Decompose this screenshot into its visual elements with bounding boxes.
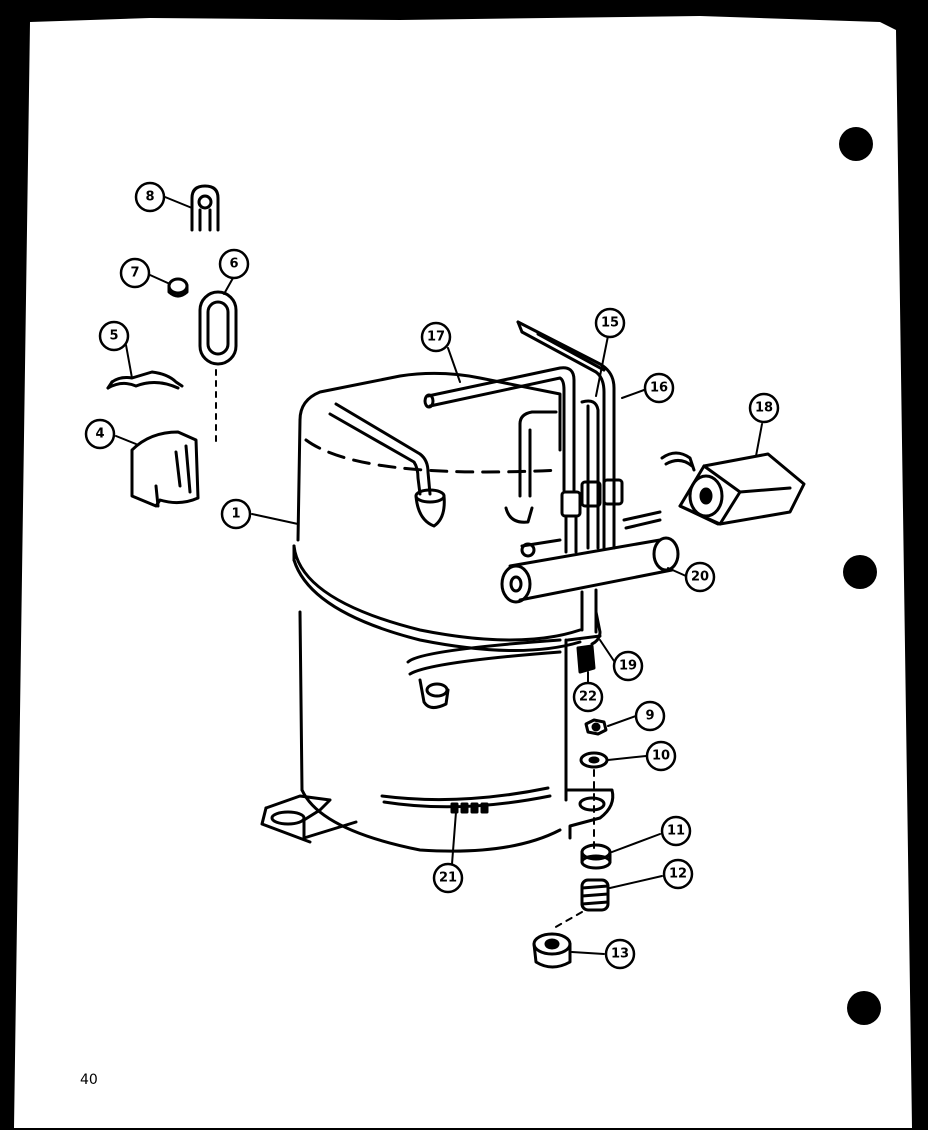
callout-13-circle [604, 938, 636, 970]
binder-hole-bottom [847, 991, 881, 1025]
callout-11: 11 [667, 824, 685, 839]
callout-19-circle [612, 650, 644, 682]
part-18-overload-protector [660, 451, 806, 526]
callout-21: 21 [439, 871, 457, 886]
part-22-bracket [566, 634, 602, 674]
callout-10: 10 [652, 749, 670, 764]
callout-20-circle [684, 561, 716, 593]
page-number: 40 [80, 1072, 98, 1088]
callout-7-circle [119, 257, 151, 289]
callout-5-circle [98, 320, 130, 352]
callout-22: 22 [579, 690, 597, 705]
part-4-terminal-cover [130, 430, 200, 508]
callout-1: 1 [231, 507, 240, 522]
callout-8-circle [134, 181, 166, 213]
leader-lines [115, 196, 763, 955]
callout-22-circle [572, 681, 604, 713]
callout-7: 7 [130, 266, 139, 281]
part-12-spring [580, 878, 610, 912]
callout-5: 5 [109, 329, 118, 344]
part-19-tube [580, 588, 602, 646]
binder-hole-top [839, 127, 873, 161]
callout-18: 18 [755, 401, 773, 416]
binder-hole-middle [843, 555, 877, 589]
callout-16: 16 [650, 381, 668, 396]
part-15-discharge-tube [516, 320, 616, 550]
callout-16-circle [643, 372, 675, 404]
part-16-process-tube [536, 332, 606, 550]
callout-20: 20 [691, 570, 709, 585]
callout-12: 12 [669, 867, 687, 882]
callout-9: 9 [645, 709, 654, 724]
callout-8: 8 [145, 190, 154, 205]
callout-15-circle [594, 307, 626, 339]
part-20-muffler [500, 510, 680, 604]
mounting-hardware [532, 718, 612, 969]
callout-15: 15 [601, 316, 619, 331]
callout-4: 4 [95, 427, 104, 442]
part-11-grommet [580, 843, 612, 870]
part-9-nut [584, 718, 608, 736]
callout-4-circle [84, 418, 116, 450]
callout-10-circle [645, 740, 677, 772]
callout-19: 19 [619, 659, 637, 674]
callout-6-circle [218, 248, 250, 280]
part-17-suction-tube [328, 366, 576, 528]
part-7-plug [167, 277, 189, 298]
paper-sheet [14, 16, 912, 1128]
callout-18-circle [748, 392, 780, 424]
callout-11-circle [660, 815, 692, 847]
callout-13: 13 [611, 947, 629, 962]
part-21-label-band [380, 786, 550, 802]
part-8-clip [190, 184, 220, 232]
callout-21-circle [432, 862, 464, 894]
callout-6: 6 [229, 257, 238, 272]
tube-couplings [504, 410, 624, 554]
part-6-gasket [198, 290, 238, 447]
callout-12-circle [662, 858, 694, 890]
callout-9-circle [634, 700, 666, 732]
callout-circles [84, 181, 780, 970]
part-1-compressor [260, 371, 615, 853]
part-13-mounting-foot [532, 932, 572, 969]
callout-17: 17 [427, 330, 445, 345]
part-5-bale-strap [106, 370, 184, 390]
callout-1-circle [220, 498, 252, 530]
callout-17-circle [420, 321, 452, 353]
